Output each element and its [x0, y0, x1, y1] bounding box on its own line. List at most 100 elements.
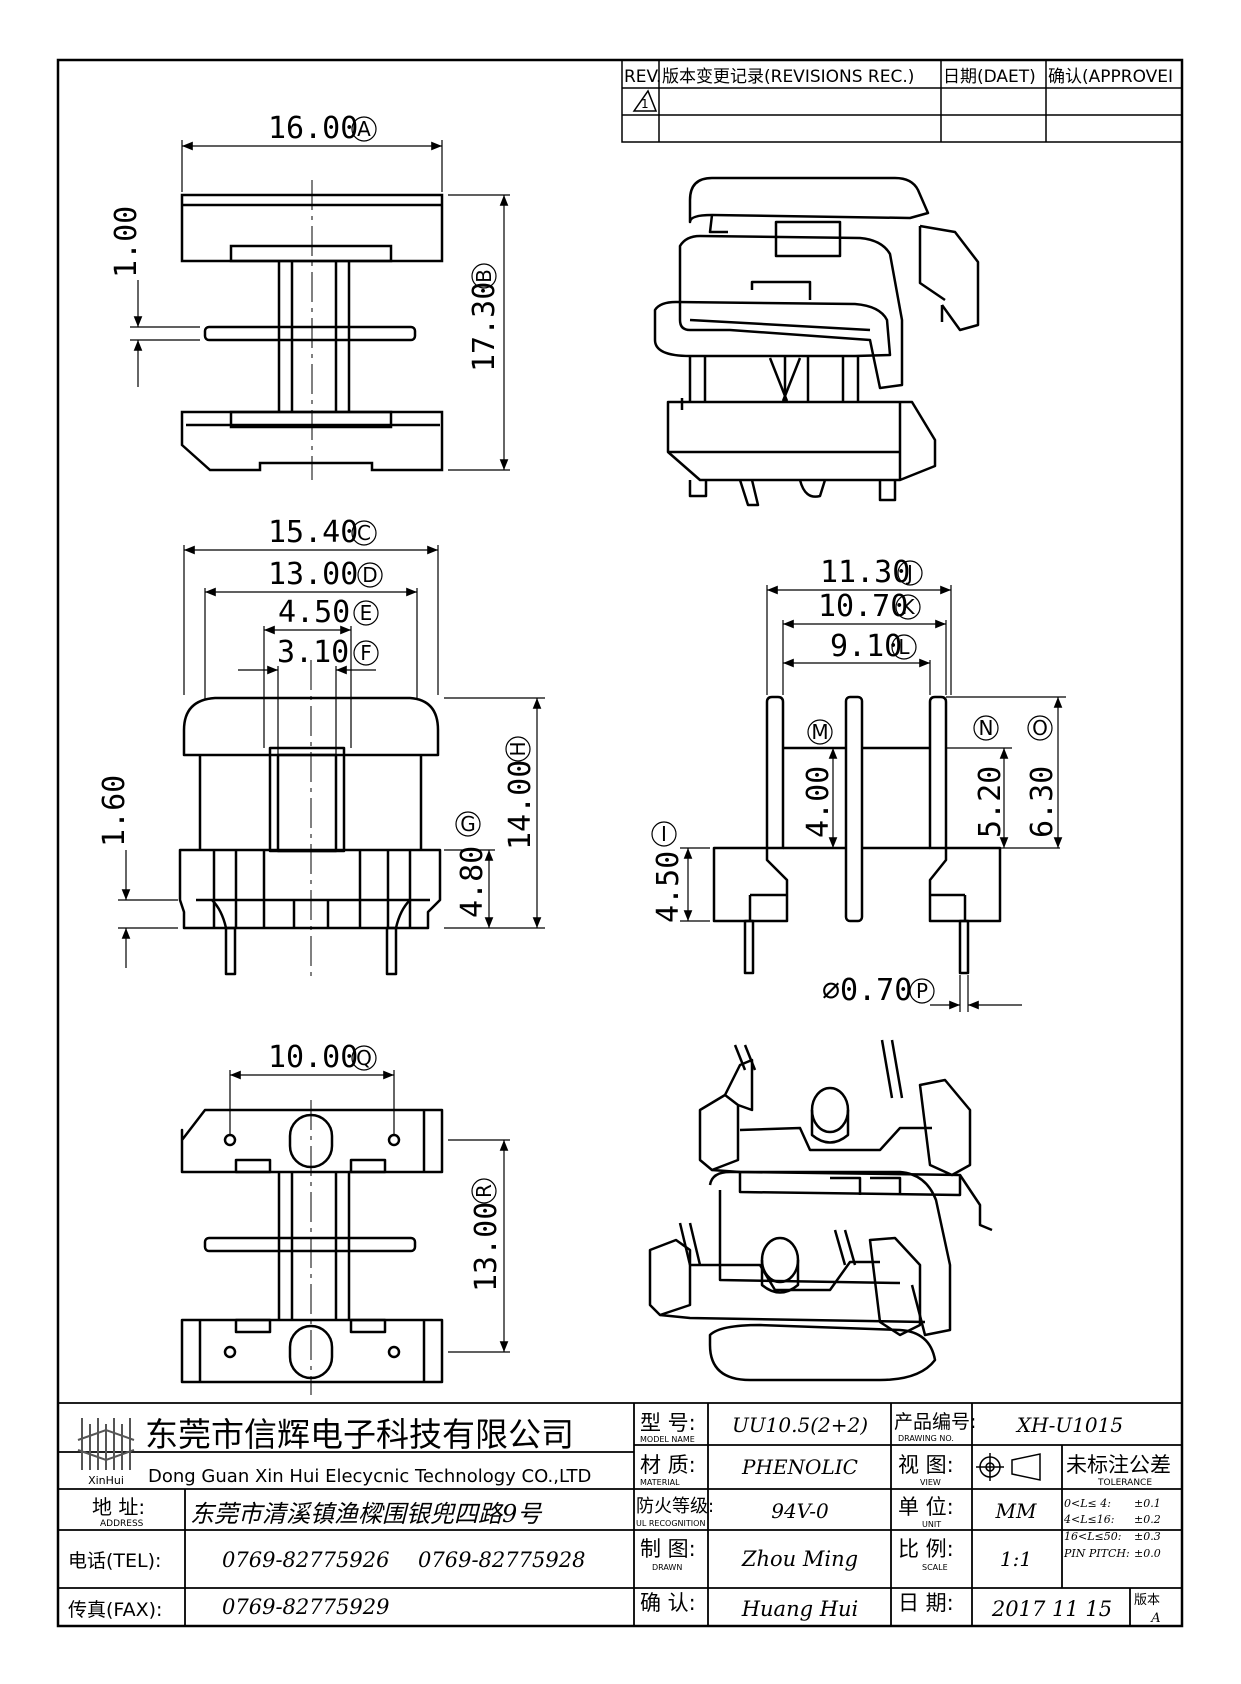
iso-view-top	[653, 176, 980, 507]
dim-f-letter-circle	[353, 640, 379, 666]
tolerance-value-3: ±0.3	[1134, 1530, 1161, 1543]
dim-p-value: ⌀0.70	[822, 973, 912, 1008]
dim-g-value: 4.80	[455, 846, 490, 918]
dim-m-value: 4.00	[801, 766, 836, 838]
date-value: 2017 11 15	[991, 1597, 1112, 1621]
fax-value: 0769-82775929	[222, 1595, 389, 1619]
drawn-label: 制 图:	[640, 1537, 696, 1561]
dim-a-value: 16.00	[268, 111, 358, 146]
material-label: 材 质:	[640, 1453, 696, 1477]
model-label: 型 号:	[640, 1411, 696, 1435]
scale-label: 比 例:	[898, 1537, 954, 1561]
dim-h-letter: H	[506, 741, 530, 756]
bottom-view-dims	[229, 1070, 510, 1353]
check-value: Huang Hui	[741, 1597, 859, 1621]
side-view	[712, 695, 1002, 975]
dim-e-value: 4.50	[278, 595, 350, 630]
dim-a-letter-circle	[351, 116, 377, 142]
bottom-view	[180, 1108, 444, 1384]
tel-label: 电话(TEL):	[68, 1550, 161, 1572]
dim-h-letter-circle	[505, 736, 531, 762]
dim-g-letter: G	[460, 812, 476, 836]
dim-q-letter: Q	[356, 1046, 372, 1070]
rev-symbol-number: 1	[641, 97, 649, 111]
dim-i-letter: I	[661, 822, 667, 846]
side-view-dims	[680, 585, 1066, 1012]
dim-c-letter-circle	[351, 520, 377, 546]
dim-n-value: 5.20	[973, 766, 1008, 838]
dim-i-letter-circle	[651, 821, 677, 847]
rev-header-date: 日期(DAET)	[943, 67, 1036, 87]
iso-view-bottom	[648, 1039, 993, 1382]
dim-b-letter: B	[472, 269, 496, 283]
dim-g-letter-circle	[455, 811, 481, 837]
dim-l-letter: L	[898, 635, 910, 659]
dim-a-letter: A	[357, 117, 371, 141]
view-label: 视 图:	[898, 1453, 954, 1477]
dim-k-value: 10.70	[818, 589, 908, 624]
company-logo	[77, 1418, 135, 1470]
dim-l-letter-circle	[891, 634, 917, 660]
address-label: 地 址:	[92, 1495, 145, 1519]
dim-b-letter-circle	[471, 263, 497, 289]
product-no-label-en: DRAWING NO.	[898, 1434, 954, 1443]
dim-d-letter-circle	[357, 562, 383, 588]
dim-r-value: 13.00	[469, 1202, 504, 1292]
fire-rating-value: 94V-0	[771, 1499, 829, 1523]
dim-c-letter: C	[357, 521, 371, 545]
drawn-label-en: DRAWN	[652, 1563, 682, 1572]
tolerance-value-1: ±0.1	[1134, 1497, 1161, 1510]
tolerance-title-en: TOLERANCE	[1097, 1478, 1152, 1488]
dim-q-value: 10.00	[268, 1040, 358, 1075]
top-view-dims	[130, 140, 510, 471]
unit-label: 单 位:	[898, 1495, 954, 1519]
fire-rating-label-en: UL RECOGNITION	[636, 1519, 705, 1528]
revision-table	[621, 59, 1183, 143]
dim-m-letter: M	[811, 720, 828, 744]
dim-o-letter: O	[1032, 716, 1048, 740]
tolerance-title: 未标注公差	[1066, 1453, 1171, 1477]
scale-value: 1:1	[1000, 1547, 1032, 1571]
dim-t1-value: 1.00	[109, 206, 144, 278]
address-value: 东莞市清溪镇渔樑围银兜四路9号	[190, 1500, 543, 1528]
dim-j-letter-circle	[897, 560, 923, 586]
dim-e-letter-circle	[353, 600, 379, 626]
unit-label-en: UNIT	[922, 1520, 941, 1529]
product-no-label: 产品编号:	[894, 1411, 976, 1433]
dim-j-letter: J	[905, 561, 913, 585]
dim-k-letter-circle	[895, 594, 921, 620]
drawn-value: Zhou Ming	[741, 1547, 858, 1571]
check-label: 确 认:	[640, 1591, 696, 1615]
rev-header-record: 版本变更记录(REVISIONS REC.)	[662, 67, 914, 87]
front-view-dims	[118, 545, 545, 968]
dim-o-letter-circle	[1027, 715, 1053, 741]
dim-l-value: 9.10	[830, 629, 902, 664]
projection-symbol-icon	[976, 1453, 1041, 1481]
dim-c-value: 15.40	[268, 515, 358, 550]
unit-value: MM	[995, 1499, 1037, 1523]
top-view	[180, 193, 444, 472]
tolerance-range-3: 16<L≤50:	[1064, 1530, 1121, 1543]
dim-r-letter: R	[472, 1184, 496, 1198]
tel-value-1: 0769-82775926	[222, 1548, 389, 1572]
title-block-grid	[58, 1402, 1182, 1626]
address-label-en: ADDRESS	[100, 1519, 144, 1529]
model-label-en: MODEL NAME	[640, 1435, 695, 1444]
dim-f-value: 3.10	[277, 635, 349, 670]
dim-f-letter: F	[360, 641, 372, 665]
tolerance-range-2: 4<L≤16:	[1063, 1513, 1114, 1526]
tolerance-range-1: 0<L≤ 4:	[1064, 1497, 1111, 1510]
dim-d-letter: D	[362, 563, 377, 587]
logo-text: XinHui	[88, 1474, 124, 1487]
rev-header-approve: 确认(APPROVEI	[1048, 67, 1173, 87]
dim-d-value: 13.00	[268, 557, 358, 592]
dim-p-letter-circle	[909, 978, 935, 1004]
dim-q-letter-circle	[351, 1045, 377, 1071]
dim-e-letter: E	[360, 601, 373, 625]
tolerance-value-4: ±0.0	[1134, 1547, 1161, 1560]
company-name-cn: 东莞市信辉电子科技有限公司	[145, 1415, 574, 1454]
dim-t2-value: 1.60	[97, 775, 132, 847]
dim-n-letter-circle	[973, 715, 999, 741]
date-label: 日 期:	[898, 1591, 954, 1615]
